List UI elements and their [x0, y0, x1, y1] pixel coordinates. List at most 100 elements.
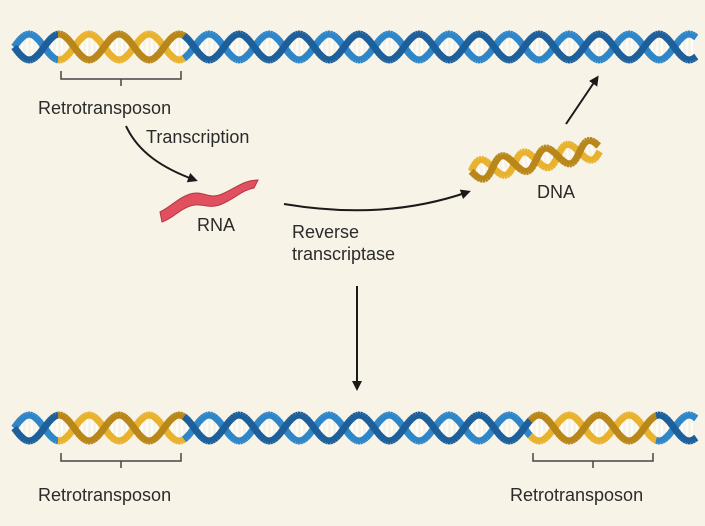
top-chromosome-strand-segment — [213, 52, 221, 60]
bottom-chromosome-strand-segment — [412, 412, 418, 420]
top-chromosome-strand-segment — [359, 55, 364, 64]
top-chromosome-strand-segment — [120, 55, 126, 63]
top-chromosome-strand-segment — [142, 31, 148, 39]
bottom-chromosome-strand-segment — [600, 412, 606, 420]
top-chromosome-strand-segment — [227, 52, 235, 60]
top-chromosome-strand-segment — [360, 31, 366, 39]
top-chromosome-strand-segment — [463, 47, 471, 55]
top-chromosome-strand-segment — [29, 55, 34, 64]
top-chromosome-strand-segment — [643, 47, 651, 55]
bottom-chromosome-strand-segment — [505, 411, 510, 420]
dna-copy-strand-segment — [576, 147, 585, 154]
top-chromosome-strand-segment — [385, 30, 390, 39]
top-chromosome-strand-segment — [63, 52, 71, 60]
bottom-chromosome-strand-segment — [420, 436, 426, 444]
bottom-chromosome-strand-segment — [15, 430, 23, 439]
bottom-chromosome-strand-segment — [637, 428, 645, 436]
top-chromosome-strand-segment — [515, 36, 523, 45]
bottom-chromosome-strand-segment — [630, 436, 636, 444]
bottom-chromosome-strand-segment — [253, 428, 261, 436]
top-chromosome-strand-segment — [362, 32, 369, 41]
top-chromosome-strand-segment — [195, 36, 203, 45]
top-chromosome-strand-segment — [43, 47, 51, 55]
bottom-chromosome-strand-segment — [542, 413, 549, 422]
top-chromosome-strand-segment — [655, 55, 660, 64]
top-chromosome-strand-segment — [560, 32, 567, 41]
top-chromosome-strand-segment — [485, 36, 493, 45]
top-chromosome-strand-segment — [285, 36, 293, 45]
bottom-chromosome-strand-segment — [667, 428, 675, 436]
top-chromosome-strand-segment — [80, 32, 87, 41]
bottom-chromosome-strand-segment — [491, 425, 499, 433]
bottom-chromosome-strand-segment — [85, 411, 90, 420]
bottom-chromosome-strand-segment — [239, 411, 244, 420]
top-chromosome-strand-segment — [415, 55, 420, 64]
bottom-chromosome-strand-segment — [13, 420, 21, 428]
bottom-chromosome-strand-segment — [592, 436, 598, 444]
top-chromosome-strand-segment — [373, 47, 381, 55]
bottom-chromosome-strand-segment — [382, 412, 388, 420]
top-chromosome-strand-segment — [500, 53, 507, 62]
bottom-chromosome-strand-segment — [655, 411, 660, 420]
top-chromosome-strand-segment — [617, 34, 625, 42]
bottom-chromosome-strand-segment — [581, 423, 589, 431]
top-chromosome-strand-segment — [572, 32, 579, 41]
dna-copy-strand-segment — [492, 156, 501, 164]
bottom-chromosome-strand-segment — [630, 412, 636, 420]
bottom-chromosome-strand-segment — [465, 430, 473, 439]
top-chromosome-strand-segment — [403, 39, 411, 47]
top-chromosome-strand-segment — [325, 55, 330, 64]
bottom-chromosome-strand-segment — [369, 423, 377, 431]
bottom-chromosome-strand-segment — [60, 436, 66, 444]
bottom-chromosome-strand-segment — [551, 425, 559, 433]
top-chromosome-strand-segment — [685, 30, 690, 39]
top-chromosome-strand-segment — [73, 47, 81, 55]
bottom-chromosome-strand-segment — [317, 433, 325, 441]
top-chromosome-strand-segment — [333, 34, 341, 42]
top-chromosome-strand-segment — [655, 30, 660, 39]
bottom-chromosome-strand-segment — [403, 420, 411, 428]
dna-copy-strand-segment — [579, 151, 587, 160]
top-chromosome-strand-segment — [215, 36, 223, 45]
bottom-chromosome-strand-segment — [52, 412, 58, 420]
bottom-chromosome-strand-segment — [163, 420, 171, 428]
bottom-chromosome-strand-segment — [350, 434, 357, 443]
bottom-chromosome-strand-segment — [373, 420, 381, 428]
bottom-chromosome-strand-segment — [599, 411, 604, 420]
bottom-chromosome-strand-segment — [179, 436, 184, 445]
top-chromosome-strand-segment — [89, 30, 94, 39]
top-chromosome-strand-segment — [335, 36, 343, 45]
bottom-chromosome-strand-segment — [152, 413, 159, 422]
bottom-chromosome-strand-segment — [457, 428, 465, 436]
top-chromosome-strand-segment — [101, 42, 109, 50]
bottom-chromosome-strand-segment — [182, 434, 189, 443]
top-chromosome-strand-segment — [690, 31, 696, 39]
bottom-chromosome-strand-segment — [689, 436, 694, 445]
top-chromosome-strand-segment — [300, 55, 306, 63]
bottom-chromosome-strand-segment — [99, 425, 107, 433]
bottom-chromosome-strand-segment — [275, 417, 283, 426]
top-chromosome-strand-segment — [613, 47, 621, 55]
bottom-chromosome-strand-segment — [227, 415, 235, 423]
top-chromosome-strand-segment — [52, 31, 58, 39]
bottom-chromosome-strand-segment — [119, 436, 124, 445]
top-chromosome-strand-segment — [157, 39, 165, 47]
top-chromosome-strand-segment — [209, 55, 214, 64]
top-chromosome-strand-segment — [493, 39, 501, 47]
top-chromosome-strand-segment — [412, 55, 418, 63]
bottom-chromosome-strand-segment — [209, 436, 214, 445]
top-chromosome-strand-segment — [590, 53, 597, 62]
bottom-chromosome-strand-segment — [395, 417, 403, 426]
bottom-chromosome-strand-segment — [585, 417, 593, 426]
top-chromosome-strand-segment — [645, 49, 653, 58]
reverse-transcriptase-label-line2: transcriptase — [292, 244, 396, 264]
top-chromosome-strand-segment — [172, 31, 178, 39]
bottom-chromosome-strand-segment — [527, 415, 535, 423]
dna-copy-strand-segment — [573, 153, 582, 161]
bottom-chromosome-strand-segment — [509, 411, 514, 420]
top-chromosome-strand-segment — [603, 34, 611, 42]
bottom-chromosome-strand-segment — [527, 433, 535, 441]
bottom-chromosome-strand-segment — [60, 412, 66, 420]
bottom-chromosome-strand-segment — [435, 417, 443, 426]
bottom-chromosome-strand-segment — [530, 434, 537, 443]
